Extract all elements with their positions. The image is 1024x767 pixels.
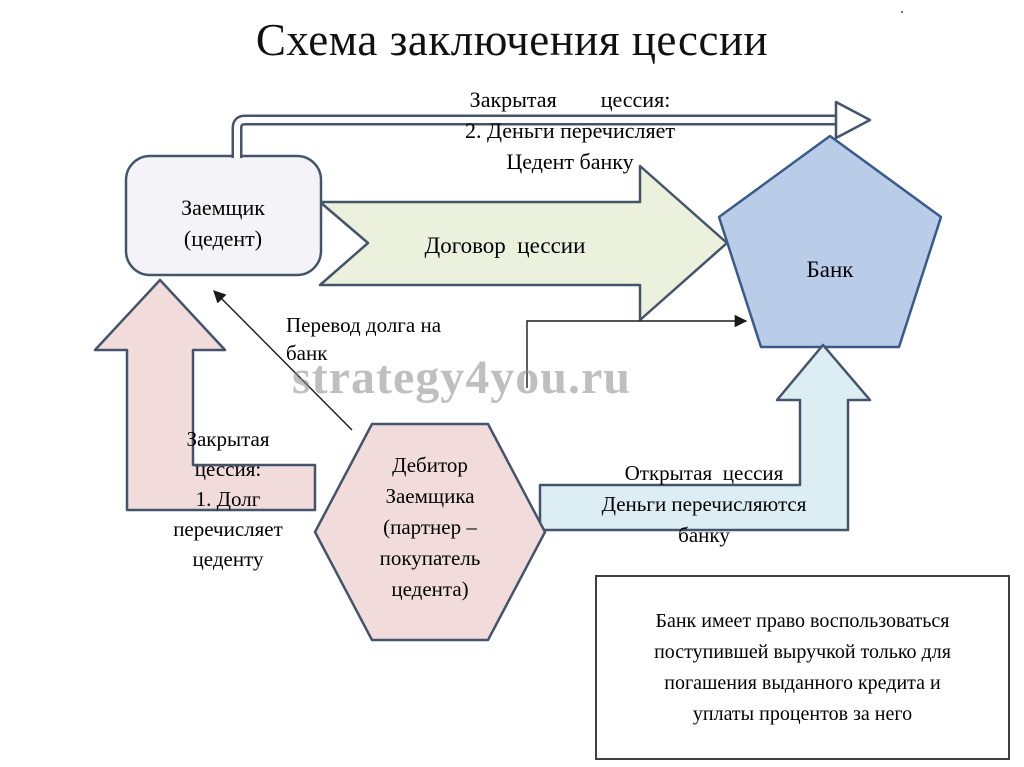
debtor-hexagon-shape — [313, 422, 547, 642]
stray-dot: . — [900, 0, 904, 17]
debtor-label: Дебитор Заемщика (партнер – покупатель ц… — [379, 453, 481, 601]
bank-pentagon-shape — [717, 134, 943, 349]
watermark: strategy4you.ru — [292, 351, 631, 404]
open-cession-label: Открытая цессия Деньги перечисляются бан… — [601, 461, 807, 547]
tube-arrowhead-icon — [834, 100, 872, 140]
closed-cession-arrow-shape — [93, 278, 317, 512]
bank-note-box: Банк имеет право воспользоваться поступи… — [595, 575, 1010, 760]
open-cession-arrow-shape — [538, 343, 872, 532]
page-title: Схема заключения цессии — [255, 15, 769, 65]
tube-connector-inner — [234, 117, 838, 158]
borrower-label: Заемщик (цедент) — [181, 195, 265, 251]
bank-note-text: Банк имеет право воспользоваться поступи… — [654, 609, 951, 725]
contract-arrow-label: Договор цессии — [424, 233, 586, 258]
contract-arrow-shape — [318, 164, 729, 322]
borrower-box-shape — [124, 154, 323, 277]
closed-cession-top-label: Закрытая цессия: 2. Деньги перечисляет Ц… — [465, 87, 675, 174]
debt-transfer-line — [213, 290, 353, 431]
closed-cession-left-label: Закрытая цессия: 1. Долг перечисляет цед… — [173, 427, 283, 571]
debt-transfer-label: Перевод долга на банк — [286, 313, 442, 365]
to-bank-line — [526, 314, 748, 388]
bank-label: Банк — [806, 257, 854, 282]
